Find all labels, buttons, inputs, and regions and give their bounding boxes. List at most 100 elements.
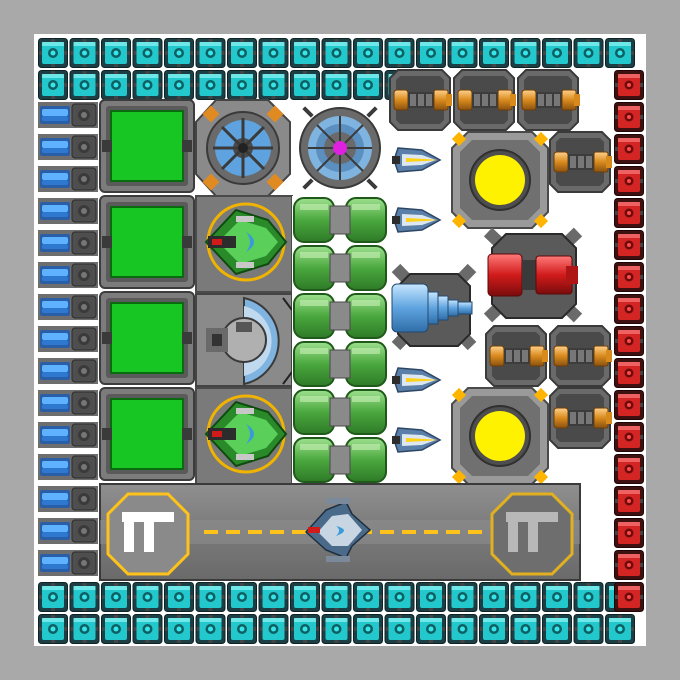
cyan-block-icon <box>573 582 604 612</box>
cyan-block-icon <box>353 582 383 612</box>
red-block-icon <box>614 294 644 324</box>
cyan-block-icon <box>101 38 131 68</box>
yellow-reactor-1[interactable] <box>450 130 550 230</box>
red-cannon-icon[interactable] <box>483 227 583 323</box>
battery-icon <box>37 357 99 385</box>
green-panel-3[interactable] <box>99 291 195 385</box>
red-block-icon <box>614 550 644 580</box>
runway-stripe <box>248 530 262 534</box>
cyan-block-icon <box>101 70 131 100</box>
cyan-block-icon <box>164 614 194 644</box>
green-panel-4[interactable] <box>99 387 195 481</box>
battery-icon <box>37 549 99 577</box>
cyan-block-icon <box>227 38 257 68</box>
cyan-block-icon <box>321 582 352 612</box>
pipe-segment <box>293 437 387 483</box>
cyan-block-icon <box>353 614 383 644</box>
red-block-icon <box>614 358 644 388</box>
cyan-block-icon <box>416 38 446 68</box>
cyan-block-icon <box>605 38 635 68</box>
orange-gun-5[interactable] <box>485 325 549 387</box>
cyan-block-icon <box>132 582 163 612</box>
cyan-block-icon <box>258 582 289 612</box>
cyan-block-icon <box>416 614 446 644</box>
cyan-block-icon <box>605 614 635 644</box>
cyan-block-icon <box>384 38 415 68</box>
cyan-block-icon <box>69 582 100 612</box>
cyan-block-icon <box>447 38 478 68</box>
orange-gun-1[interactable] <box>389 69 453 131</box>
cyan-block-icon <box>353 70 383 100</box>
cyan-block-icon <box>164 70 194 100</box>
gear-turret-icon[interactable] <box>195 99 291 197</box>
orange-gun-4[interactable] <box>549 131 613 193</box>
orange-gun-7[interactable] <box>549 387 613 449</box>
cyan-block-icon <box>69 38 100 68</box>
red-block-column <box>614 70 644 612</box>
battery-icon <box>37 261 99 289</box>
battery-icon <box>37 133 99 161</box>
battery-icon <box>37 421 99 449</box>
helipad-right-icon[interactable] <box>490 492 574 576</box>
blue-drill-icon[interactable] <box>391 263 477 351</box>
runway-stripe <box>424 530 438 534</box>
cyan-block-icon <box>195 70 226 100</box>
red-block-icon <box>614 486 644 516</box>
red-block-icon <box>614 230 644 260</box>
cyan-block-icon <box>353 38 383 68</box>
battery-icon <box>37 229 99 257</box>
runway-stripe <box>270 530 284 534</box>
yellow-reactor-2[interactable] <box>450 386 550 486</box>
runway-stripe <box>402 530 416 534</box>
fighter-ship-icon[interactable] <box>304 498 372 562</box>
pipe-segment <box>293 245 387 291</box>
battery-icon <box>37 101 99 129</box>
cyan-block-icon <box>132 70 163 100</box>
runway-stripe <box>380 530 394 534</box>
cyan-block-icon <box>290 614 320 644</box>
pipe-segment <box>293 341 387 387</box>
red-block-icon <box>614 326 644 356</box>
dome-module-icon[interactable] <box>195 293 293 387</box>
pipe-segment <box>293 197 387 243</box>
cyan-block-icon <box>510 38 541 68</box>
cyan-block-icon <box>479 614 509 644</box>
red-block-icon <box>614 134 644 164</box>
helipad-left-icon[interactable] <box>106 492 190 576</box>
cyan-block-icon <box>69 70 100 100</box>
cyan-block-icon <box>164 38 194 68</box>
cyan-block-icon <box>479 38 509 68</box>
magenta-core-icon[interactable] <box>299 106 381 190</box>
battery-icon <box>37 293 99 321</box>
cyan-block-icon <box>290 70 320 100</box>
battery-icon <box>37 197 99 225</box>
orange-gun-6[interactable] <box>549 325 613 387</box>
cyan-block-icon <box>542 614 572 644</box>
cyan-block-icon <box>38 582 68 612</box>
cyan-block-icon <box>321 70 352 100</box>
red-block-icon <box>614 262 644 292</box>
cyan-block-icon <box>290 582 320 612</box>
green-ship-1[interactable] <box>194 194 294 294</box>
green-panel-2[interactable] <box>99 195 195 289</box>
red-block-icon <box>614 102 644 132</box>
battery-icon <box>37 453 99 481</box>
battery-icon <box>37 485 99 513</box>
orange-gun-3[interactable] <box>517 69 581 131</box>
red-block-icon <box>614 198 644 228</box>
cyan-block-icon <box>479 582 509 612</box>
red-block-icon <box>614 166 644 196</box>
green-panel-1[interactable] <box>99 99 195 193</box>
cyan-block-icon <box>258 70 289 100</box>
green-ship-2[interactable] <box>194 386 294 486</box>
cyan-block-icon <box>38 614 68 644</box>
cyan-block-icon <box>542 582 572 612</box>
cyan-block-icon <box>447 614 478 644</box>
orange-gun-2[interactable] <box>453 69 517 131</box>
red-block-icon <box>614 390 644 420</box>
cyan-block-icon <box>447 582 478 612</box>
cyan-block-icon <box>258 38 289 68</box>
battery-column <box>37 101 99 577</box>
